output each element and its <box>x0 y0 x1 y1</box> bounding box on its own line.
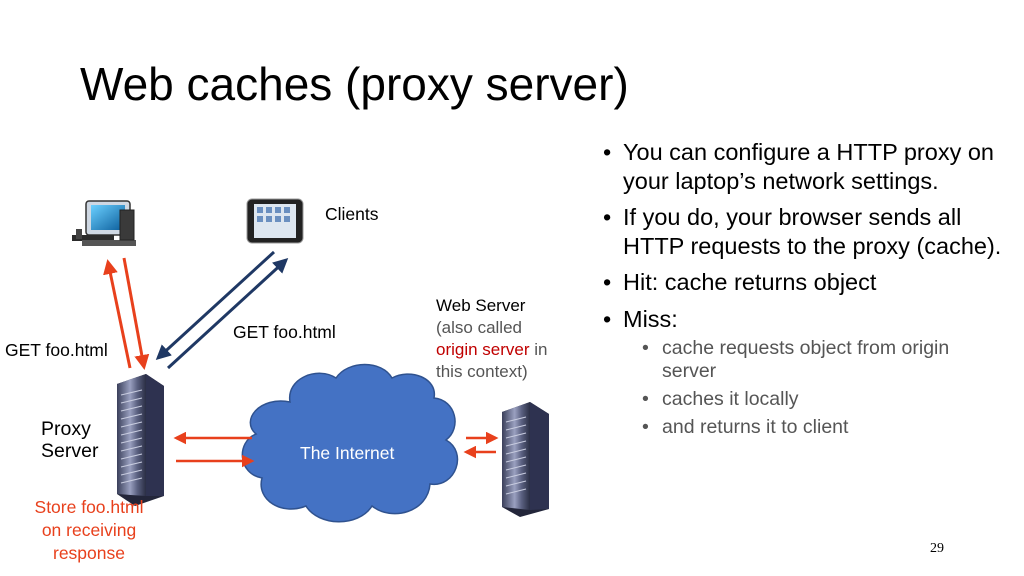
arrow-proxy-to-tablet <box>166 257 289 370</box>
origin-server-icon <box>502 402 549 517</box>
bullet-item: Miss: <box>603 305 1003 334</box>
proxy-server-icon <box>117 374 164 506</box>
bullet-list: You can configure a HTTP proxy on your l… <box>603 138 1003 444</box>
sub-bullet-item: and returns it to client <box>642 416 1003 439</box>
clients-label: Clients <box>325 204 379 224</box>
sub-bullet-item: cache requests object from origin server <box>642 337 1003 383</box>
arrow-client-to-proxy <box>122 257 150 370</box>
slide-title: Web caches (proxy server) <box>80 58 629 110</box>
desktop-computer-icon <box>72 200 136 246</box>
arrow-proxy-to-client <box>103 259 132 369</box>
web-server-label-block: Web Server (also called origin server in… <box>436 296 548 381</box>
store-note: Store foo.html on receiving response <box>34 497 144 563</box>
proxy-server-label: Proxy Server <box>41 418 99 462</box>
internet-label: The Internet <box>300 443 395 463</box>
web-server-label: Web Server <box>436 296 526 315</box>
get-request-middle-label: GET foo.html <box>233 322 336 342</box>
arrow-tablet-to-proxy <box>155 250 276 361</box>
bullet-item: You can configure a HTTP proxy on your l… <box>603 138 1003 195</box>
get-request-left-label: GET foo.html <box>5 340 108 360</box>
tablet-icon <box>246 198 304 244</box>
bullet-item: Hit: cache returns object <box>603 268 1003 297</box>
bullet-item: If you do, your browser sends all HTTP r… <box>603 203 1003 260</box>
origin-server-term: origin server <box>436 340 530 359</box>
page-number: 29 <box>930 541 944 556</box>
sub-bullet-item: caches it locally <box>642 388 1003 411</box>
